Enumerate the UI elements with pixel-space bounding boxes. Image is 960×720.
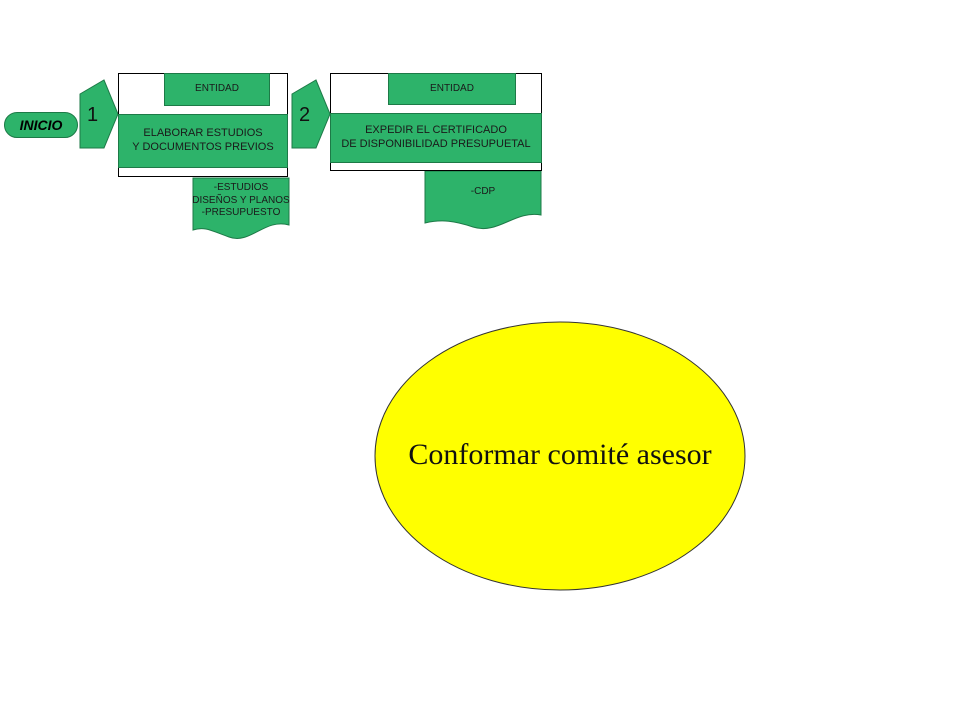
step-2-entidad-label: ENTIDAD	[430, 82, 474, 94]
step-1-document-label: -ESTUDIOS DISEÑOS Y PLANOS -PRESUPUESTO	[192, 182, 290, 218]
step-1-number: 1	[87, 104, 99, 126]
step-2-document-label: -CDP	[470, 186, 496, 197]
step-1-actividad-box: ELABORAR ESTUDIOS Y DOCUMENTOS PREVIOS	[118, 114, 288, 168]
step-2-actividad-label: EXPEDIR EL CERTIFICADO DE DISPONIBILIDAD…	[341, 124, 531, 150]
inicio-label: INICIO	[19, 117, 63, 133]
step-1-document-shape	[192, 177, 290, 239]
step-1-arrow	[79, 79, 119, 149]
step-2-number: 2	[299, 104, 311, 126]
step-1-entidad-box: ENTIDAD	[164, 73, 270, 106]
step-2-entidad-box: ENTIDAD	[388, 73, 516, 105]
step-2-actividad-box: EXPEDIR EL CERTIFICADO DE DISPONIBILIDAD…	[330, 113, 542, 163]
step-2-document-shape	[424, 170, 542, 229]
inicio-terminal: INICIO	[4, 112, 78, 138]
step-1-actividad-label: ELABORAR ESTUDIOS Y DOCUMENTOS PREVIOS	[132, 127, 274, 153]
step-1-entidad-label: ENTIDAD	[195, 83, 239, 95]
comite-ellipse	[374, 321, 746, 591]
comite-label: Conformar comité asesor	[408, 438, 712, 471]
step-2-arrow	[291, 79, 331, 149]
